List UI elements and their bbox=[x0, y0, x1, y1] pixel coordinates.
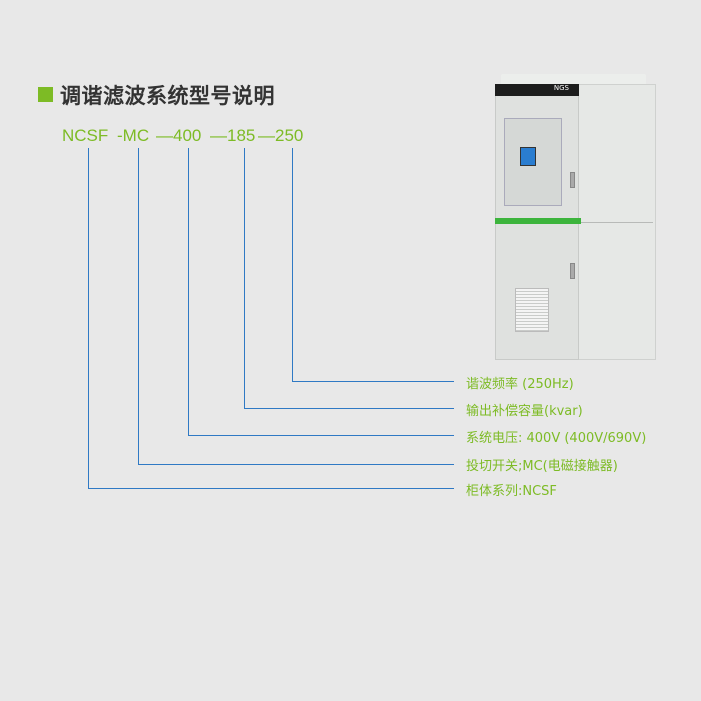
code-voltage: —400 bbox=[156, 126, 202, 145]
door-handle-icon bbox=[570, 172, 575, 188]
leader-line-voltage bbox=[188, 148, 189, 436]
cabinet-divider bbox=[579, 222, 653, 223]
leader-h-switch bbox=[138, 464, 454, 465]
leader-line-capacity bbox=[244, 148, 245, 409]
leader-line-series bbox=[88, 148, 89, 489]
label-series: 柜体系列:NCSF bbox=[466, 484, 557, 499]
cabinet-top bbox=[501, 74, 646, 86]
page-title: 调谐滤波系统型号说明 bbox=[60, 84, 275, 108]
cabinet-vent bbox=[515, 288, 549, 332]
door-handle-icon bbox=[570, 263, 575, 279]
leader-line-harmonic bbox=[292, 148, 293, 382]
leader-h-voltage bbox=[188, 435, 454, 436]
leader-h-harmonic bbox=[292, 381, 454, 382]
code-capacity: —185 bbox=[210, 126, 256, 145]
cabinet-image: NGS bbox=[495, 70, 656, 362]
label-voltage: 系统电压: 400V (400V/690V) bbox=[466, 431, 647, 446]
leader-h-capacity bbox=[244, 408, 454, 409]
label-capacity: 输出补偿容量(kvar) bbox=[466, 404, 583, 419]
title-marker bbox=[38, 87, 53, 102]
leader-line-switch bbox=[138, 148, 139, 465]
cabinet-brand: NGS bbox=[553, 84, 569, 92]
code-harmonic: —250 bbox=[258, 126, 304, 145]
code-switch: -MC bbox=[117, 126, 150, 145]
label-switch: 投切开关;MC(电磁接触器) bbox=[466, 459, 618, 474]
label-harmonic: 谐波频率 (250Hz) bbox=[466, 377, 574, 392]
cabinet-display bbox=[520, 147, 536, 166]
cabinet-stripe bbox=[495, 218, 581, 224]
leader-h-series bbox=[88, 488, 454, 489]
cabinet-brand-band: NGS bbox=[495, 84, 579, 96]
code-series: NCSF bbox=[62, 126, 109, 145]
